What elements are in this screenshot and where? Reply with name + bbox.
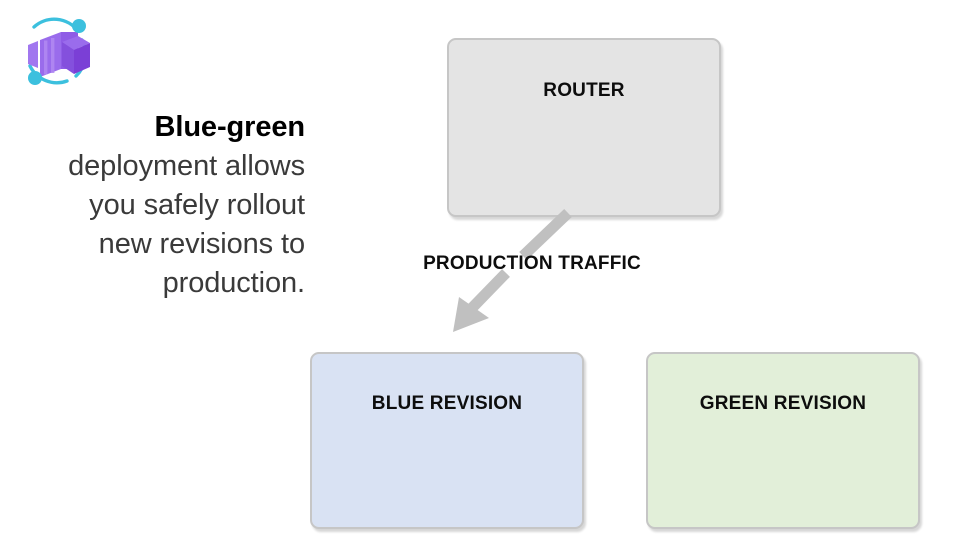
caption-line-4: production. bbox=[162, 267, 305, 299]
azure-container-apps-logo bbox=[16, 14, 96, 92]
router-node-label: ROUTER bbox=[543, 80, 625, 101]
caption-text: Blue-green deployment allows you safely … bbox=[5, 108, 305, 303]
router-node[interactable]: ROUTER bbox=[447, 38, 721, 217]
blue-revision-node[interactable]: BLUE REVISION bbox=[310, 352, 584, 529]
caption-line-3: new revisions to bbox=[98, 228, 305, 260]
green-revision-node[interactable]: GREEN REVISION bbox=[646, 352, 920, 529]
caption-line-1: deployment allows bbox=[68, 150, 305, 182]
caption-line-2: you safely rollout bbox=[89, 189, 305, 221]
green-revision-node-label: GREEN REVISION bbox=[699, 393, 867, 414]
production-traffic-label: PRODUCTION TRAFFIC bbox=[423, 253, 641, 274]
production-traffic-arrow bbox=[453, 209, 572, 332]
caption-lead: Blue-green bbox=[154, 111, 306, 143]
blue-revision-node-label: BLUE REVISION bbox=[371, 393, 523, 414]
